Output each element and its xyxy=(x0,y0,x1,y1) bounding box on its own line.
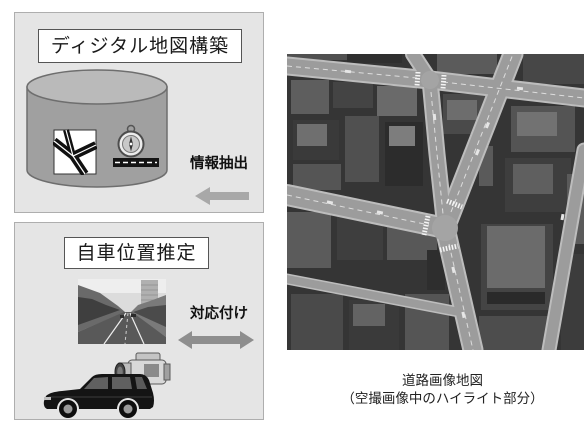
car-rear-hub xyxy=(123,404,133,414)
aerial-road-image-map xyxy=(287,54,584,350)
road-image-map-caption-title: 道路画像地図 xyxy=(402,373,483,389)
top-intersection xyxy=(421,71,439,89)
aerial-vehicle xyxy=(474,148,480,156)
digital-map-panel: ディジタル地図構築 xyxy=(14,12,264,213)
aerial-rooftop xyxy=(517,112,557,136)
aerial-east-road xyxy=(543,144,584,350)
road-icon xyxy=(113,158,159,167)
aerial-vehicle xyxy=(484,121,490,129)
lane-marking xyxy=(442,81,584,99)
lane-marking xyxy=(287,194,430,226)
street-right-trees xyxy=(133,305,166,327)
info-extraction-label: 情報抽出 xyxy=(190,156,248,172)
aerial-building xyxy=(479,316,549,350)
aerial-west-road xyxy=(287,186,454,237)
street-lane-line-right xyxy=(129,312,145,344)
compass-icon xyxy=(117,124,145,158)
aerial-vehicle xyxy=(326,200,334,205)
main-intersection xyxy=(432,215,458,241)
aerial-building xyxy=(345,116,379,182)
car-headlight xyxy=(44,397,51,400)
aerial-building xyxy=(291,294,343,350)
left-arrow-shape xyxy=(195,187,249,205)
database-top xyxy=(26,69,168,105)
map-centerline xyxy=(65,129,74,157)
aerial-building xyxy=(347,54,402,63)
matching-label: 対応付け xyxy=(190,306,248,322)
double-arrow-icon xyxy=(178,331,254,349)
car-front-window xyxy=(84,377,108,389)
aerial-vehicle xyxy=(376,210,384,215)
car-rear-window xyxy=(135,377,147,389)
aerial-building xyxy=(437,54,497,74)
aerial-building xyxy=(287,54,347,60)
aerial-building xyxy=(291,80,329,114)
aerial-rooftop xyxy=(389,126,415,146)
aerial-vehicle xyxy=(461,311,466,319)
left-arrow-icon xyxy=(195,187,249,205)
lane-marking xyxy=(450,54,514,213)
crosswalk xyxy=(446,198,463,210)
aerial-building xyxy=(377,86,417,116)
aerial-rooftop xyxy=(447,100,477,120)
camera-grip xyxy=(163,363,171,381)
street-car xyxy=(120,315,124,318)
street-road xyxy=(78,312,166,344)
aerial-building xyxy=(427,250,445,290)
crosswalk xyxy=(421,215,431,236)
aerial-vehicle xyxy=(516,86,524,91)
aerial-building-shadow xyxy=(487,292,545,304)
street-car xyxy=(131,314,136,317)
aerial-rooftop xyxy=(297,124,327,146)
double-arrow-shape xyxy=(178,331,254,349)
street-lane-line-left xyxy=(103,312,127,344)
map-centerline xyxy=(72,155,86,175)
aerial-rooftop xyxy=(353,304,385,326)
lane-markings xyxy=(287,54,584,350)
crosswalk xyxy=(439,243,459,253)
road-image-map-caption-note: （空撮画像中のハイライト部分） xyxy=(341,391,544,407)
aerial-vehicle xyxy=(432,113,437,121)
digital-map-title: ディジタル地図構築 xyxy=(38,29,242,63)
aerial-building xyxy=(333,82,373,108)
aerial-vehicle xyxy=(344,69,352,74)
camera-side-screen xyxy=(144,364,159,377)
car-middle-window xyxy=(112,377,132,389)
aerial-vehicles xyxy=(326,69,565,319)
aerial-building xyxy=(287,212,331,268)
self-position-panel: 自車位置推定 対応付け xyxy=(14,222,264,420)
aerial-side-street xyxy=(287,275,463,316)
self-position-title: 自車位置推定 xyxy=(64,237,209,269)
lane-marking xyxy=(430,91,444,215)
aerial-building xyxy=(293,164,341,190)
street-view-photo xyxy=(78,279,166,344)
aerial-vehicle xyxy=(560,213,565,221)
lane-marking xyxy=(287,65,418,79)
crosswalk xyxy=(414,71,421,87)
street-center-line xyxy=(124,312,129,344)
car-front-hub xyxy=(63,404,73,414)
crosswalks xyxy=(414,71,463,253)
car-icon xyxy=(43,374,154,418)
street-left-trees xyxy=(78,297,120,325)
aerial-tall-building-roof xyxy=(487,226,545,288)
map-road-centerlines xyxy=(53,129,97,175)
compass-center xyxy=(129,142,133,146)
aerial-rooftop xyxy=(513,164,553,194)
lane-marking xyxy=(448,243,474,350)
aerial-vehicle xyxy=(451,266,456,274)
aerial-building xyxy=(523,54,584,84)
map-icon xyxy=(53,129,97,175)
crosswalk xyxy=(440,74,447,90)
